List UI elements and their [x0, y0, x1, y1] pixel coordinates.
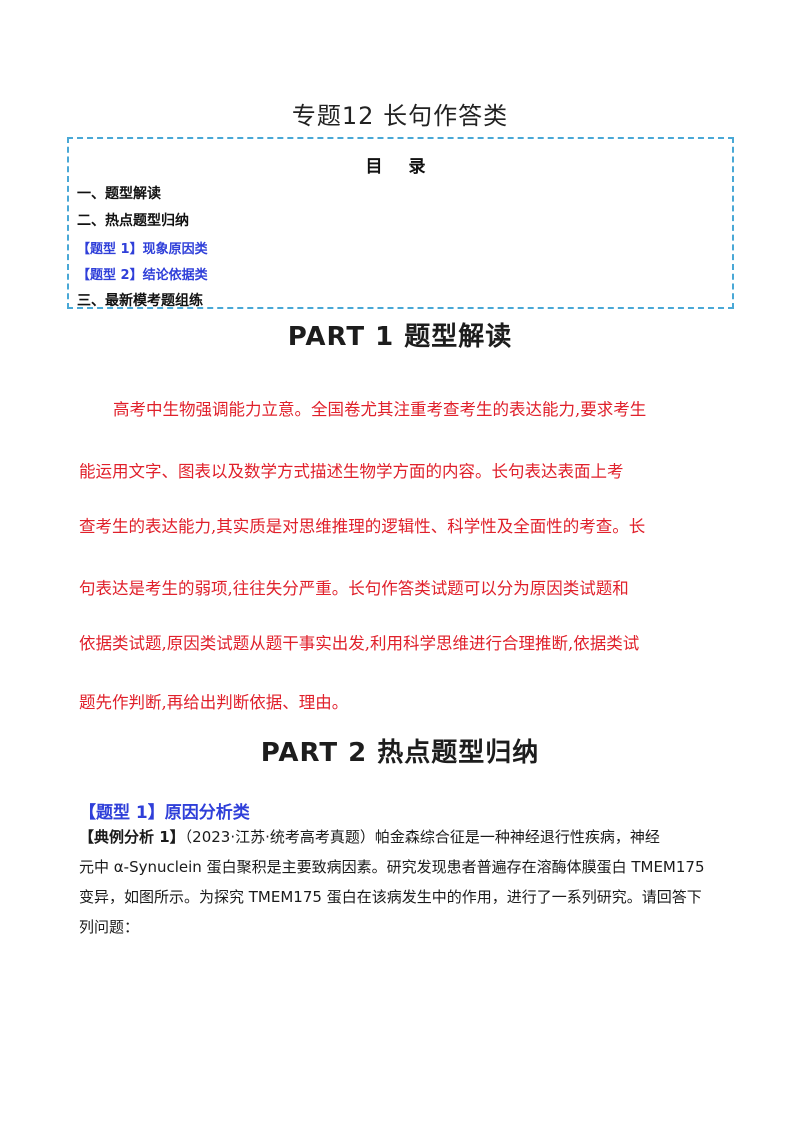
- example-tag: 【典例分析 1】: [79, 828, 185, 846]
- part-2-banner: PART 2 热点题型归纳: [0, 730, 800, 771]
- part-1-banner-text: PART 1 题型解读: [281, 314, 519, 355]
- section-heading-type-1: 【题型 1】原因分析类: [79, 803, 250, 823]
- intro-line: 题先作判断,再给出判断依据、理由。: [79, 693, 349, 712]
- example-line: 元中 α-Synuclein 蛋白聚积是主要致病因素。研究发现患者普遍存在溶酶体…: [79, 858, 705, 876]
- part-1-banner: PART 1 题型解读: [0, 314, 800, 355]
- toc-item-question-type-interpretation[interactable]: 一、题型解读: [77, 186, 161, 202]
- intro-line: 依据类试题,原因类试题从题干事实出发,利用科学思维进行合理推断,依据类试: [79, 634, 640, 653]
- toc-item-hot-question-types[interactable]: 二、热点题型归纳: [77, 213, 189, 229]
- example-line: 变异，如图所示。为探究 TMEM175 蛋白在该病发生中的作用，进行了一系列研究…: [79, 888, 702, 906]
- example-line: 列问题：: [79, 918, 140, 936]
- example-source-text: （2023·江苏·统考高考真题）帕金森综合征是一种神经退行性疾病，神经: [184, 828, 660, 846]
- page-title: 专题12 长句作答类: [291, 102, 509, 130]
- intro-line: 查考生的表达能力,其实质是对思维推理的逻辑性、科学性及全面性的考查。长: [79, 517, 646, 536]
- toc-heading: 目 录: [365, 157, 436, 177]
- toc-item-type-1[interactable]: 【题型 1】现象原因类: [77, 242, 208, 257]
- example-line: 【典例分析 1】（2023·江苏·统考高考真题）帕金森综合征是一种神经退行性疾病…: [79, 826, 729, 847]
- toc-item-type-2[interactable]: 【题型 2】结论依据类: [77, 268, 208, 283]
- toc-item-mock-exam-practice[interactable]: 三、最新模考题组练: [77, 293, 203, 309]
- intro-line: 高考中生物强调能力立意。全国卷尤其注重考查考生的表达能力,要求考生: [113, 400, 647, 419]
- intro-line: 能运用文字、图表以及数学方式描述生物学方面的内容。长句表达表面上考: [79, 462, 624, 481]
- table-of-contents: 目 录 一、题型解读 二、热点题型归纳 【题型 1】现象原因类 【题型 2】结论…: [67, 137, 734, 309]
- intro-line: 句表达是考生的弱项,往往失分严重。长句作答类试题可以分为原因类试题和: [79, 579, 629, 598]
- part-2-banner-text: PART 2 热点题型归纳: [254, 730, 546, 771]
